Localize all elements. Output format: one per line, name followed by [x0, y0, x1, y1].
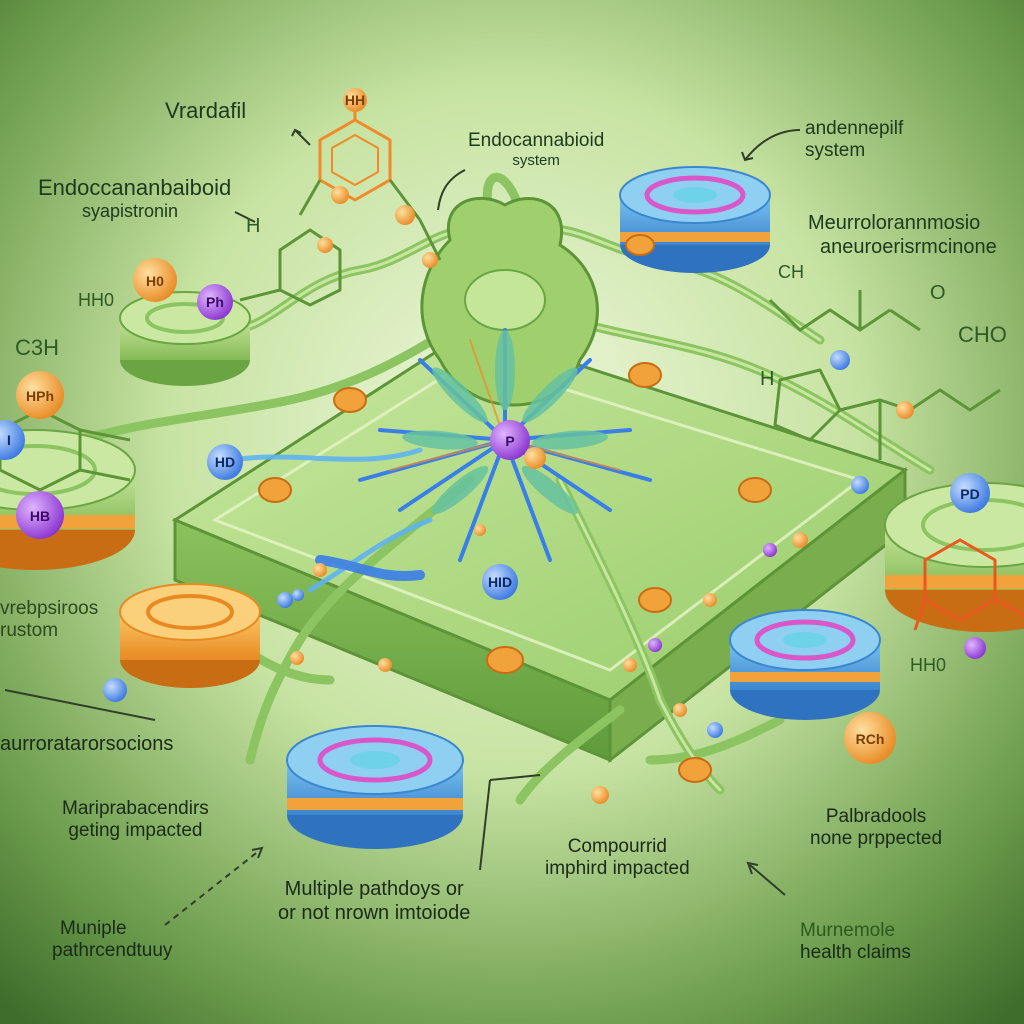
label-bottom-right: Murnemole health claims [800, 920, 911, 965]
chem-o: O [930, 282, 946, 304]
atom-hid: HID [482, 564, 518, 600]
receptor-right-mid [729, 609, 881, 720]
atom-purple-left: Ph [197, 284, 233, 320]
atom-hd: HD [207, 444, 243, 480]
label-right-mid-line2: aneuroerisrmcinone [820, 235, 997, 258]
receptor-left-orange [119, 583, 261, 688]
svg-text:HPh: HPh [26, 388, 54, 404]
atom-small-mid [317, 237, 333, 253]
label-bottom-left-line2: geting impacted [68, 820, 203, 842]
chem-hh0-right: HH0 [910, 655, 947, 675]
label-bottom-left-line1: Mariprabacendirs [62, 798, 209, 819]
chem-ch: CH [778, 262, 804, 282]
svg-text:H0: H0 [146, 273, 164, 289]
label-bottom-left: Mariprabacendirs geting impacted [62, 798, 209, 843]
svg-text:PD: PD [960, 486, 979, 502]
label-bottom-center-line2: or not nrown imtoiode [278, 901, 471, 924]
pointer-lines [4, 128, 801, 926]
label-top-right-line2: system [805, 140, 866, 162]
label-bottom-left-corner-line1: Muniple [60, 918, 127, 939]
label-vardafil: Vrardafil [165, 98, 246, 124]
svg-text:I: I [7, 432, 11, 448]
chem-h-right: H [760, 368, 775, 390]
label-bottom-left-corner-line2: pathrcendtuuy [52, 940, 173, 962]
vesicles [258, 234, 772, 783]
molecule-left [0, 408, 131, 492]
label-compound: Compourrid imphird impacted [545, 836, 690, 881]
label-compound-line2: imphird impacted [545, 858, 690, 880]
label-vardafil-text: Vrardafil [165, 98, 247, 123]
atom-orange-center [524, 447, 546, 469]
atom-p-center: P [490, 420, 530, 460]
label-bottom-center-line1: Multiple pathdoys or [284, 878, 464, 900]
label-bottom-center: Multiple pathdoys or or not nrown imtoio… [278, 878, 470, 925]
atom-hph: HPh [16, 371, 64, 419]
label-right-mid: Meurrolorannmosio aneuroerisrmcinone [808, 212, 997, 259]
receptor-bottom-center [286, 725, 464, 849]
label-top-right: andennepilf system [805, 118, 903, 163]
chem-hh0-left: HH0 [78, 290, 115, 310]
label-left-mid-line2: rustom [0, 620, 59, 642]
atom-rch: RCh [844, 712, 896, 764]
molecule-top [239, 100, 442, 307]
svg-text:HD: HD [215, 454, 235, 470]
receptor-top-right [619, 166, 771, 273]
label-bottom-right-line1: Murnemole [800, 920, 896, 941]
label-left-mid-line1: vrebpsiroos [0, 598, 99, 619]
label-endo-left-line1: Endoccananbaiboid [38, 175, 232, 200]
label-left-low: aurroratarorsocions [0, 733, 173, 757]
signal-fibers [227, 447, 433, 593]
label-bottom-right-line2: health claims [800, 942, 911, 964]
label-endocannabinoid-top: Endocannabioid system [468, 130, 604, 170]
label-right-low: Palbradools none prppected [810, 806, 942, 851]
molecule-far-right-orange [913, 538, 1024, 631]
label-left-mid: vrebpsiroos rustom [0, 598, 98, 643]
svg-text:HB: HB [30, 508, 50, 524]
atom-hb: HB [16, 491, 64, 539]
label-top-right-line1: andennepilf [805, 118, 904, 139]
chem-h-top: H [246, 215, 261, 237]
label-left-low-text: aurroratarorsocions [0, 733, 174, 755]
atom-purple-right [964, 637, 986, 659]
label-right-mid-line1: Meurrolorannmosio [808, 212, 981, 234]
svg-text:P: P [505, 433, 514, 449]
svg-text:HID: HID [488, 574, 512, 590]
atom-hh-top: HH [343, 88, 367, 112]
atom-small-top-right [395, 205, 415, 225]
label-endo-top-line2: system [512, 152, 560, 170]
molecule-right [768, 290, 1001, 460]
atom-blue-far-left: I [0, 420, 25, 460]
svg-text:HH: HH [345, 92, 365, 108]
label-compound-line1: Compourrid [567, 836, 667, 857]
small-molecules [103, 252, 914, 804]
label-endo-left-line2: syapistronin [82, 200, 179, 221]
label-right-low-line2: none prppected [810, 828, 943, 850]
cell-platform [171, 328, 909, 764]
chem-cho: CHO [958, 322, 1007, 347]
chem-c3h: C3H [15, 335, 60, 360]
svg-text:Ph: Ph [206, 294, 224, 310]
atom-h0-left: H0 [133, 258, 177, 302]
atom-small-top-left [331, 186, 349, 204]
label-bottom-left-corner: Muniple pathrcendtuuy [52, 918, 172, 963]
label-endocannabinoid-left: Endoccananbaiboid syapistronin [38, 175, 231, 222]
label-endo-top-line1: Endocannabioid [468, 130, 605, 151]
central-neuron [420, 196, 599, 407]
svg-text:RCh: RCh [856, 731, 885, 747]
atom-pd: PD [950, 473, 990, 513]
label-right-low-line1: Palbradools [825, 806, 927, 827]
